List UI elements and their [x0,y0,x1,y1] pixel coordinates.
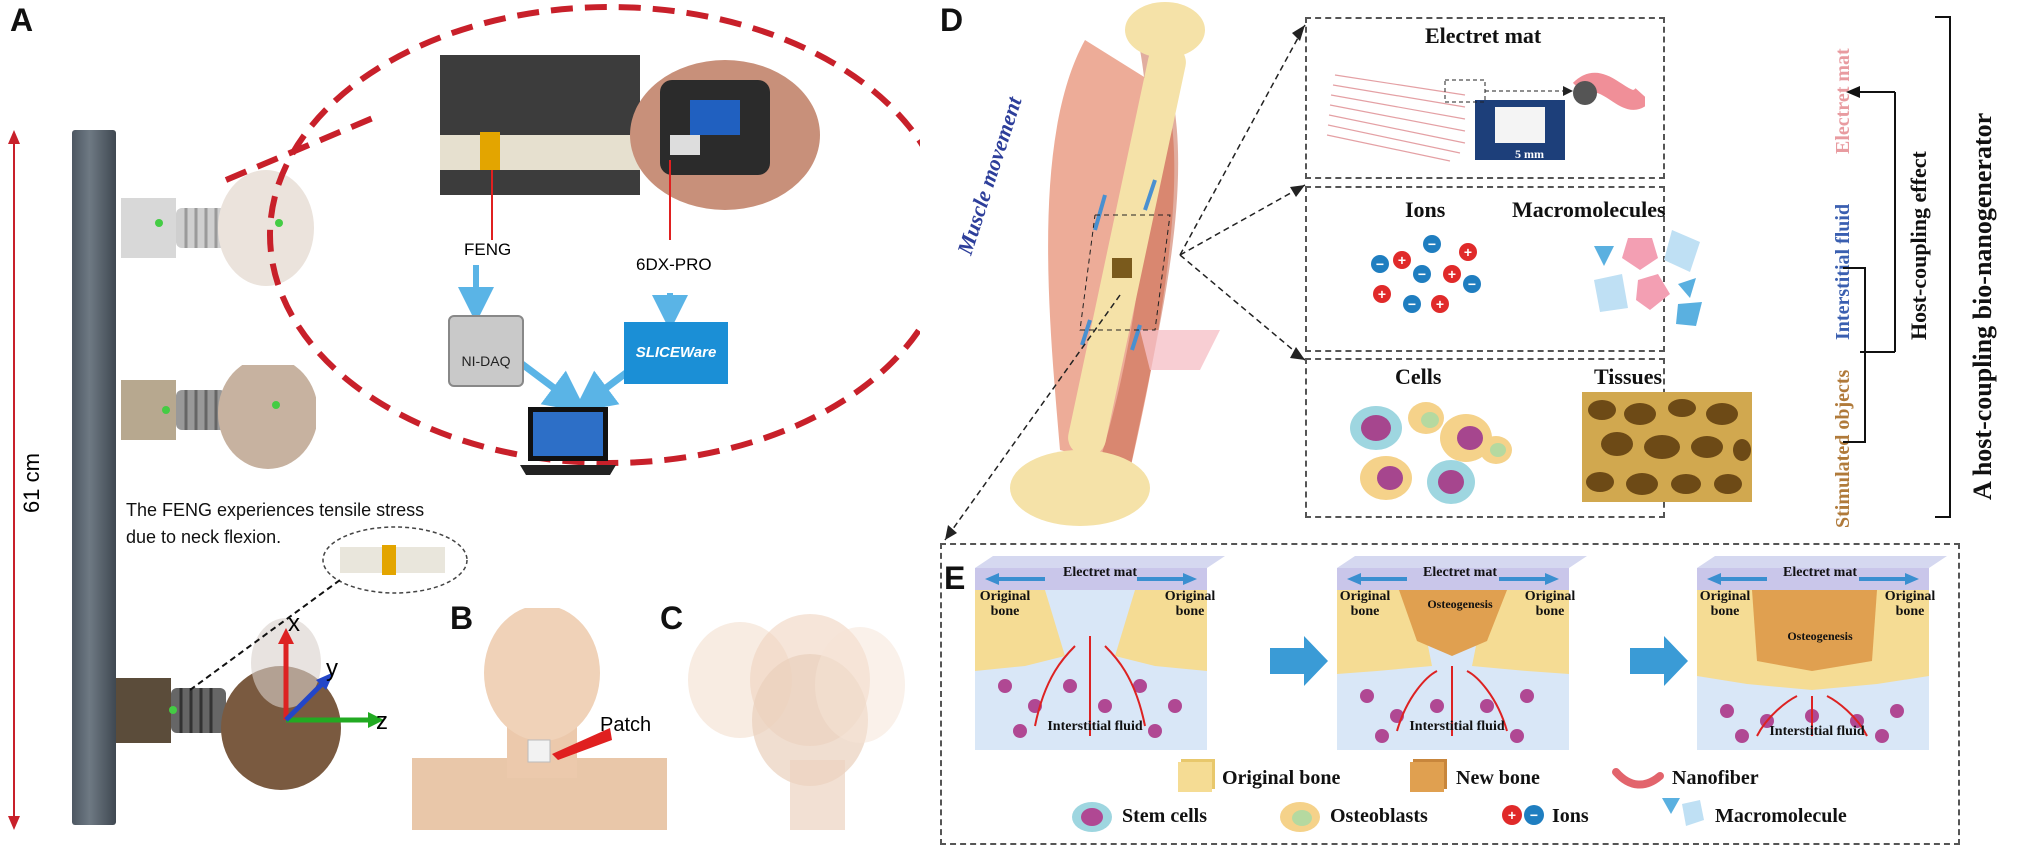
legend-original-bone-label: Original bone [1222,767,1341,789]
stage-arrow-1 [1270,636,1328,686]
stage-3-block [1697,556,1947,750]
svg-text:−: − [1428,236,1436,252]
sensor-leader-lines [491,160,671,240]
legend-original-bone-swatch [1178,762,1212,792]
nidaq-device: NI-DAQ [448,315,524,387]
host-coupling-effect-label: Host-coupling effect [1906,151,1931,340]
legend-new-bone-swatch [1410,762,1444,792]
neck-sensor-photo [440,55,820,210]
panel-label-e: E [944,560,966,596]
svg-text:−: − [1408,296,1416,312]
legend-nanofiber-icon [1612,768,1664,789]
stage-3-electret-label: Electret mat [1783,565,1857,580]
feng-callout [190,526,468,691]
stage-1-block [975,556,1225,750]
macromolecules-title: Macromolecules [1512,197,1666,222]
femur-muscle-figure [1010,2,1220,526]
legend-macromolecule-label: Macromolecule [1715,805,1847,827]
height-label: 61 cm [19,453,44,513]
legend-ions-icon: + − [1502,805,1544,825]
head-position-upright [121,170,314,286]
caption-line-1: The FENG experiences tensile stress [126,500,425,520]
legend-nanofiber-label: Nanofiber [1672,767,1759,789]
legend-osteoblasts-label: Osteoblasts [1330,805,1428,827]
axes-triad [278,628,384,728]
head-flexion-figure [688,614,905,830]
neck-patch-figure [412,608,667,830]
panel-label-c: C [660,600,684,636]
legend-osteoblast-icon [1280,802,1320,832]
sliceware-box: SLICEWare [624,322,728,384]
stage-3-left-bone-label: Original bone [1699,589,1751,619]
svg-text:+: + [1508,807,1516,823]
stage-1-left-bone-label: Original bone [979,589,1031,619]
nidaq-label: NI-DAQ [461,353,511,369]
svg-text:−: − [1418,266,1426,282]
panel-label-d: D [940,2,964,38]
stage-2-left-bone-label: Original bone [1339,589,1391,619]
svg-text:−: − [1530,807,1538,823]
axis-z-label: z [376,708,388,735]
macromolecules-illustration [1594,230,1702,326]
electret-mat-box [1305,17,1665,179]
feng-label: FENG [464,240,512,259]
stage-1-electret-label: Electret mat [1063,565,1137,580]
stage-2-electret-label: Electret mat [1423,565,1497,580]
panel-e-frame [940,543,1960,845]
svg-text:−: − [1468,276,1476,292]
laptop-icon [520,407,616,475]
legend-ions-label: Ions [1552,805,1589,827]
caption-line-2: due to neck flexion. [126,527,282,547]
stage-1-fluid-label: Interstitial fluid [1047,719,1143,734]
cells-title: Cells [1395,364,1442,389]
stage-1-right-bone-label: Original bone [1164,589,1216,619]
stage-3-osteo-label: Osteogenesis [1787,629,1853,643]
sixdx-label: 6DX-PRO [636,255,712,274]
ions-macromolecules-box [1305,186,1665,352]
stage-3-fluid-label: Interstitial fluid [1769,724,1865,739]
cells-illustration [1350,402,1512,504]
legend-stem-cells-label: Stem cells [1122,805,1207,827]
svg-text:+: + [1436,296,1444,312]
scale-bar-label: 5 mm [1515,147,1544,161]
stage-2-block [1337,556,1587,750]
stage-2-fluid-label: Interstitial fluid [1409,719,1505,734]
panel-label-b: B [450,600,474,636]
panel-label-a: A [10,2,34,38]
svg-text:+: + [1398,252,1406,268]
stage-2-osteo-label: Osteogenesis [1427,597,1493,611]
coupling-brackets [1843,16,1951,518]
ions-illustration: − + − + − + − + − + [1371,235,1481,313]
svg-text:+: + [1448,266,1456,282]
legend-stem-cell-icon [1072,802,1112,832]
legend-macromolecule-icon [1662,798,1704,826]
tissues-illustration [1582,392,1752,502]
patch-label: Patch [600,714,652,736]
head-position-tilted [121,365,316,469]
electret-mat-title: Electret mat [1425,23,1542,48]
stage-2-right-bone-label: Original bone [1524,589,1576,619]
tissues-title: Tissues [1594,364,1663,389]
sliceware-label: SLICEWare [635,344,717,361]
svg-text:+: + [1464,244,1472,260]
electret-mat-illustration: 5 mm [1326,72,1645,162]
stage-arrow-2 [1630,636,1688,686]
ions-title: Ions [1405,197,1446,222]
svg-text:+: + [1378,286,1386,302]
femur-leader-arrows [944,24,1306,541]
axis-y-label: y [326,655,338,682]
legend-new-bone-label: New bone [1456,767,1540,789]
height-arrow [8,130,20,830]
svg-text:−: − [1376,256,1384,272]
zoom-circle [224,4,920,466]
test-pole [72,130,116,825]
bio-nanogenerator-label: A host-coupling bio-nanogenerator [1968,112,1997,500]
stage-3-right-bone-label: Original bone [1884,589,1936,619]
